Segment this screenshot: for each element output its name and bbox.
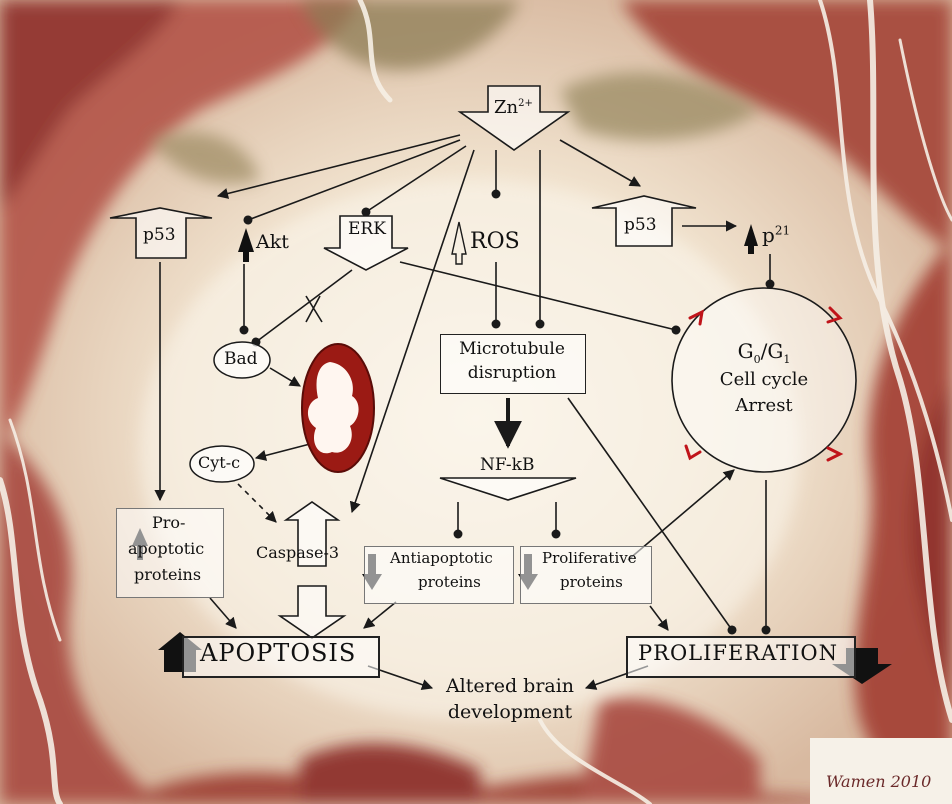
p53-left-label: p53 [143, 226, 176, 245]
p21-up-arrow [744, 224, 758, 254]
altered-label-1: Altered brain [410, 676, 610, 697]
proliferative-label-2: proteins [560, 574, 623, 591]
microtubule-label-2: disruption [440, 364, 584, 383]
cytc-label: Cyt-c [198, 454, 240, 472]
microtubule-label-1: Microtubule [440, 340, 584, 359]
ros-label: ROS [470, 230, 520, 254]
pro-apoptotic-label-1: Pro- [152, 514, 185, 532]
zinc-label: Zn2+ [494, 98, 533, 118]
apoptosis-label: APOPTOSIS [200, 640, 356, 666]
proliferative-label-1: Proliferative [542, 550, 637, 567]
akt-up-arrow [238, 228, 254, 262]
p21-label: p21 [762, 224, 790, 246]
pro-apoptotic-label-2: apoptotic [128, 540, 204, 558]
ros-up-arrow [452, 222, 466, 264]
nfkb-block-arrow [440, 478, 576, 500]
antiapoptotic-label-1: Antiapoptotic [390, 550, 493, 567]
caspase-block-arrow [280, 586, 344, 638]
cell-cycle-label-3: Arrest [688, 396, 840, 416]
erk-label: ERK [348, 220, 386, 239]
cell-cycle-label-2: Cell cycle [688, 370, 840, 390]
altered-label-2: development [410, 702, 610, 723]
proliferation-label: PROLIFERATION [638, 642, 838, 665]
caspase-label: Caspase-3 [256, 544, 339, 562]
antiapoptotic-label-2: proteins [418, 574, 481, 591]
cell-cycle-phase-label: G0/G1 [688, 340, 840, 366]
pro-apoptotic-label-3: proteins [134, 566, 201, 584]
akt-label: Akt [256, 232, 289, 253]
artist-signature: Wamen 2010 [826, 772, 931, 791]
p53-right-label: p53 [624, 216, 657, 235]
nfkb-label: NF-kB [480, 456, 534, 475]
zinc-block-arrow [460, 86, 568, 150]
bad-label: Bad [224, 350, 258, 369]
